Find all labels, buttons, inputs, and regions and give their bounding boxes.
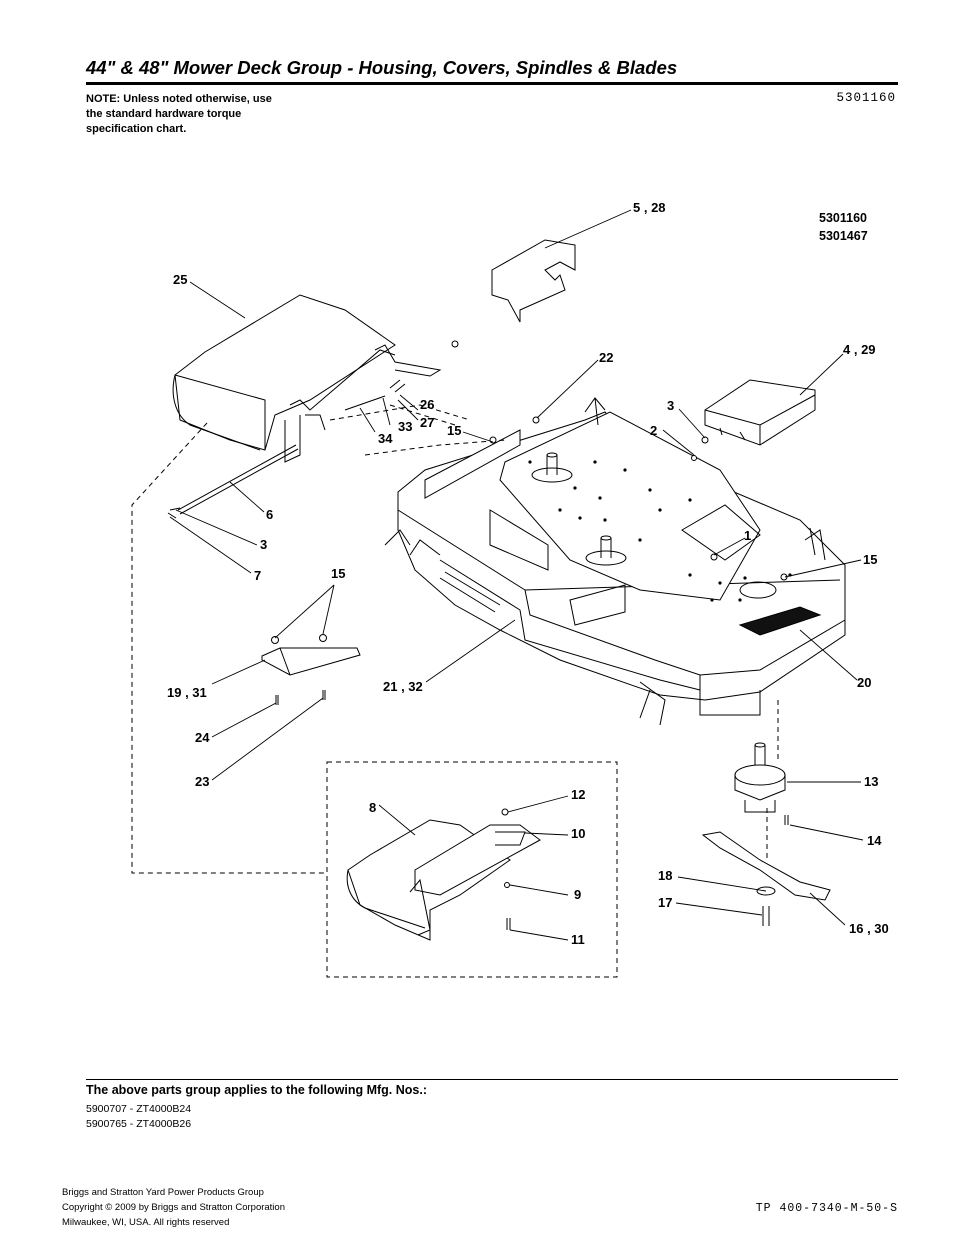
torque-note: NOTE: Unless noted otherwise, use the st…	[86, 92, 326, 137]
discharge-chute-part	[172, 294, 442, 463]
callout-label: 7	[254, 568, 261, 583]
callout-label: 15	[447, 423, 461, 438]
pin-part	[344, 395, 386, 411]
company-line: Briggs and Stratton Yard Power Products …	[62, 1187, 264, 1198]
callout-label: 17	[658, 895, 672, 910]
note-line: specification chart.	[86, 123, 187, 135]
callout-label: 14	[867, 833, 882, 848]
callout-label: 27	[420, 415, 434, 430]
spindle-cover-part	[704, 379, 816, 446]
callout-label: 13	[864, 774, 878, 789]
callout-label: 5 , 28	[633, 200, 666, 215]
callout-label: 24	[195, 730, 210, 745]
company-line: Copyright © 2009 by Briggs and Stratton …	[62, 1202, 285, 1213]
roller-bracket-part	[261, 647, 361, 676]
blade-part	[701, 831, 831, 901]
callout-label: 26	[420, 397, 434, 412]
mfg-number: 5900707 - ZT4000B24	[86, 1103, 192, 1115]
belt-cover-part	[491, 239, 576, 323]
callout-label: 34	[378, 431, 393, 446]
callout-label: 25	[173, 272, 187, 287]
note-line: the standard hardware torque	[86, 108, 242, 120]
callout-label: 11	[571, 932, 585, 947]
spindle-assembly-part	[734, 742, 789, 825]
deflector-rod-part	[177, 444, 297, 511]
company-copyright: Briggs and Stratton Yard Power Products …	[62, 1185, 285, 1230]
callout-label: 19 , 31	[167, 685, 207, 700]
callout-label: 15	[331, 566, 345, 581]
callout-label: 1	[744, 528, 751, 543]
page-code: TP 400-7340-M-50-S	[755, 1202, 898, 1215]
callout-label: 15	[863, 552, 877, 567]
callout-label: 21 , 32	[383, 679, 423, 694]
callout-label: 6	[266, 507, 273, 522]
callout-label: 12	[571, 787, 585, 802]
mulching-chute-part	[346, 819, 541, 941]
model-number: 5301160	[819, 211, 867, 225]
callout-label: 9	[574, 887, 581, 902]
callout-label: 33	[398, 419, 412, 434]
callout-label: 3	[667, 398, 674, 413]
mfg-number-list: 5900707 - ZT4000B24 5900765 - ZT4000B26	[86, 1102, 191, 1132]
title-rule	[86, 82, 898, 85]
applies-heading: The above parts group applies to the fol…	[86, 1083, 427, 1097]
callout-label: 8	[369, 800, 376, 815]
callout-label: 22	[599, 350, 613, 365]
callout-label: 16 , 30	[849, 921, 889, 936]
callout-label: 4 , 29	[843, 342, 876, 357]
mfg-number: 5900765 - ZT4000B26	[86, 1118, 192, 1130]
doc-number: 5301160	[836, 91, 896, 105]
callout-label: 23	[195, 774, 209, 789]
deck-bolt-holes	[528, 460, 792, 602]
callout-label: 18	[658, 868, 672, 883]
spindle-on-deck	[531, 452, 627, 566]
callout-label: 2	[650, 423, 657, 438]
deck-housing-part	[384, 397, 846, 726]
model-number: 5301467	[819, 229, 868, 243]
company-line: Milwaukee, WI, USA. All rights reserved	[62, 1217, 230, 1228]
callout-label: 20	[857, 675, 871, 690]
page-title: 44" & 48" Mower Deck Group - Housing, Co…	[86, 57, 678, 78]
bottom-rule	[86, 1079, 898, 1080]
callout-label: 3	[260, 537, 267, 552]
callout-label: 10	[571, 826, 585, 841]
note-line: NOTE: Unless noted otherwise, use	[86, 93, 272, 105]
